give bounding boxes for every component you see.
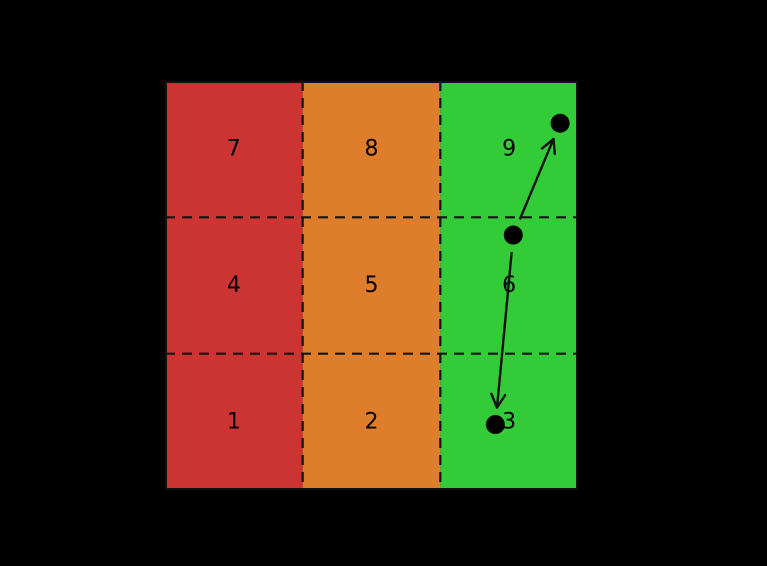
cell-label-2: 2 (365, 409, 379, 434)
cell-label-1: 1 (227, 409, 241, 434)
data-point (550, 113, 570, 133)
data-point (503, 225, 523, 245)
cell-label-9: 9 (502, 137, 516, 162)
risk-matrix-chart: 789456123 (165, 81, 578, 490)
cell-label-4: 4 (227, 273, 241, 298)
trajectory-arrow-head (540, 137, 556, 156)
cell-label-5: 5 (365, 273, 379, 298)
data-point (485, 415, 505, 435)
cell-label-3: 3 (502, 409, 516, 434)
matrix-column-1 (165, 81, 303, 490)
matrix-column-2 (302, 81, 441, 490)
cell-label-8: 8 (365, 137, 379, 162)
trajectory-arrow-head (490, 392, 507, 409)
cell-label-7: 7 (227, 137, 241, 162)
trajectory-arrow-shaft (518, 138, 555, 220)
plot-border (165, 81, 578, 490)
risk-matrix-svg: 789456123 (165, 81, 578, 490)
trajectory-arrow-shaft (495, 251, 513, 408)
